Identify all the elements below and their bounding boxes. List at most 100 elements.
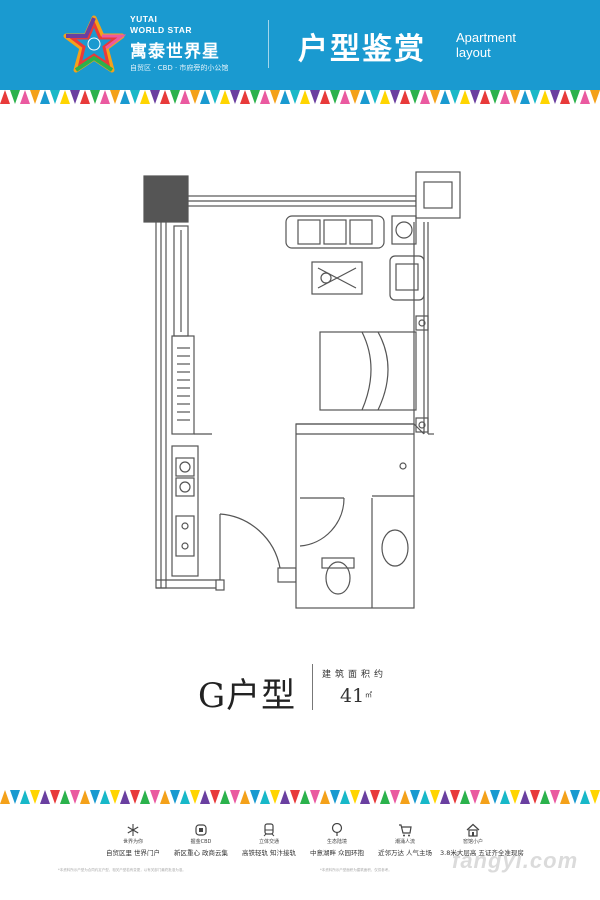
stripe-triangle	[340, 790, 350, 804]
stripe-triangle	[570, 90, 580, 104]
stripe-triangle	[310, 790, 320, 804]
cart-icon	[399, 824, 412, 837]
stripe-triangle	[510, 790, 520, 804]
feature-item: 立体交通 高铁轻轨 知汴接轨	[236, 823, 302, 857]
stripe-triangle	[370, 90, 380, 104]
stripe-triangle	[250, 90, 260, 104]
stripe-triangle	[320, 790, 330, 804]
transit-icon	[263, 823, 275, 837]
title-en-line1: Apartment	[456, 30, 516, 45]
feature-title: 立体交通	[258, 839, 279, 845]
stripe-triangle	[430, 90, 440, 104]
stripe-triangle	[420, 790, 430, 804]
feature-desc: 近邻万达 人气主场	[377, 849, 433, 857]
stripe-triangle	[560, 790, 570, 804]
stove-burner-1	[175, 457, 195, 477]
feature-title: 握金CBD	[190, 839, 212, 845]
coffee-table	[311, 261, 363, 295]
stripe-triangle	[180, 90, 190, 104]
stripe-triangle	[220, 790, 230, 804]
feature-item: 生态陆境 中意湖畔 众园环抱	[304, 823, 370, 857]
feature-list: 世界为你 自贸区里 世界门户 握金CBD 新区重心 政商云集 立体交通 高铁轻轨…	[100, 823, 524, 863]
stripe-triangle	[380, 90, 390, 104]
stripe-triangle	[310, 90, 320, 104]
stripe-triangle	[250, 790, 260, 804]
stripe-triangle	[230, 790, 240, 804]
disclaimer-right: *本资料所示户型面积为建筑面积，仅供参考。	[320, 868, 392, 872]
area-value: 41	[340, 685, 365, 707]
tree-icon	[331, 823, 343, 836]
feature-title: 世界为你	[122, 839, 143, 845]
stripe-triangle	[590, 790, 600, 804]
feature-desc: 自贸区里 世界门户	[105, 849, 161, 857]
kitchen-sink	[175, 515, 195, 557]
star-ribbon-logo-icon	[63, 15, 126, 73]
stripe-triangle	[380, 790, 390, 804]
stripe-triangle	[500, 790, 510, 804]
stripe-triangle	[10, 90, 20, 104]
stripe-triangle	[130, 790, 140, 804]
stripe-triangle	[50, 790, 60, 804]
armchair	[389, 255, 425, 301]
stripe-triangle	[450, 790, 460, 804]
stripe-triangle	[290, 90, 300, 104]
stripe-triangle	[410, 90, 420, 104]
page-header: YUTAI WORLD STAR 寓泰世界星 自贸区 · CBD · 市府旁的小…	[0, 0, 600, 90]
stripe-triangle	[240, 790, 250, 804]
top-decorative-stripe	[0, 90, 600, 104]
stripe-triangle	[50, 90, 60, 104]
page-title: 户型鉴赏	[298, 32, 426, 67]
stripe-triangle	[460, 790, 470, 804]
stripe-triangle	[80, 90, 90, 104]
stripe-triangle	[540, 90, 550, 104]
stripe-triangle	[320, 90, 330, 104]
stripe-triangle	[220, 90, 230, 104]
feature-desc: 中意湖畔 众园环抱	[309, 849, 365, 857]
stripe-triangle	[150, 790, 160, 804]
stripe-triangle	[30, 790, 40, 804]
stripe-triangle	[100, 90, 110, 104]
stripe-triangle	[210, 90, 220, 104]
toilet	[325, 561, 351, 595]
bed	[319, 331, 417, 411]
stripe-triangle	[470, 90, 480, 104]
stripe-triangle	[390, 790, 400, 804]
stripe-triangle	[450, 90, 460, 104]
stripe-triangle	[0, 790, 10, 804]
stripe-triangle	[490, 90, 500, 104]
stripe-triangle	[70, 790, 80, 804]
brand-english: YUTAI WORLD STAR	[130, 14, 192, 36]
area-label: 建筑面积约	[322, 670, 388, 680]
stripe-triangle	[390, 90, 400, 104]
stripe-triangle	[350, 790, 360, 804]
stripe-triangle	[200, 790, 210, 804]
stripe-triangle	[420, 90, 430, 104]
feature-title: 生态陆境	[326, 839, 347, 845]
structural-column	[143, 175, 189, 223]
snowflake-icon	[127, 824, 139, 836]
stripe-triangle	[460, 90, 470, 104]
stripe-triangle	[270, 790, 280, 804]
stripe-triangle	[150, 90, 160, 104]
stripe-triangle	[200, 90, 210, 104]
stripe-triangle	[400, 790, 410, 804]
sofa	[285, 215, 385, 249]
stripe-triangle	[10, 790, 20, 804]
stripe-triangle	[130, 90, 140, 104]
stripe-triangle	[550, 90, 560, 104]
disclaimer-left: *本资料所示户型为合同约定户型，相关户型若有变更，以有关部门最终批准为准。	[58, 868, 186, 872]
stripe-triangle	[90, 90, 100, 104]
stripe-triangle	[0, 90, 10, 104]
stripe-triangle	[140, 90, 150, 104]
feature-item: 握金CBD 新区重心 政商云集	[168, 823, 234, 857]
stripe-triangle	[340, 90, 350, 104]
page-title-english: Apartment layout	[456, 30, 516, 60]
stripe-triangle	[140, 790, 150, 804]
stripe-triangle	[430, 790, 440, 804]
feature-item: 世界为你 自贸区里 世界门户	[100, 823, 166, 857]
area-unit: ㎡	[365, 691, 372, 699]
stripe-triangle	[20, 790, 30, 804]
stripe-triangle	[210, 790, 220, 804]
brand-chinese-name: 寓泰世界星	[130, 42, 220, 62]
feature-title: 窖馆小户	[462, 839, 483, 845]
